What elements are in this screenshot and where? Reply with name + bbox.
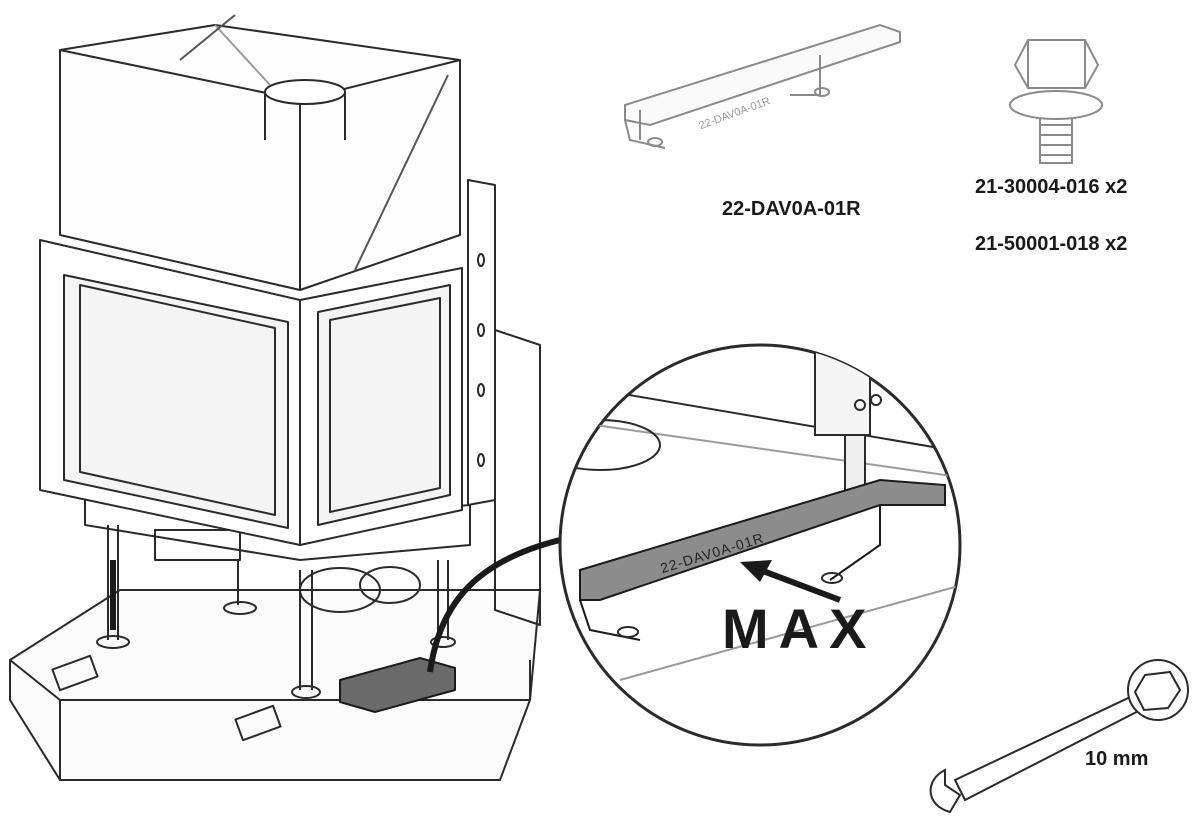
wrench-size-label: 10 mm xyxy=(1085,748,1149,770)
glass-doors xyxy=(39,239,463,546)
bolt-part-code-2: 21-50001-018 x2 xyxy=(975,233,1128,255)
detail-magnifier: 22-DAV0A-01R xyxy=(558,343,962,747)
base-plinth xyxy=(9,589,541,781)
max-arrowhead xyxy=(740,560,772,582)
max-arrow xyxy=(753,565,842,603)
side-cladding xyxy=(467,179,541,626)
bracket-part-code: 22-DAV0A-01R xyxy=(722,198,861,220)
max-label: MAX xyxy=(722,597,876,660)
detail-leader-line xyxy=(427,537,561,673)
bolt-part-code-1: 21-30004-016 x2 xyxy=(975,176,1128,198)
top-hood xyxy=(59,14,461,291)
support-legs xyxy=(96,525,456,699)
bracket-installed xyxy=(339,657,456,713)
bracket-part-drawing xyxy=(624,23,901,149)
fireplace-insert xyxy=(9,14,541,781)
wrench-icon xyxy=(929,659,1189,814)
bolt-part-drawing xyxy=(1009,39,1103,164)
